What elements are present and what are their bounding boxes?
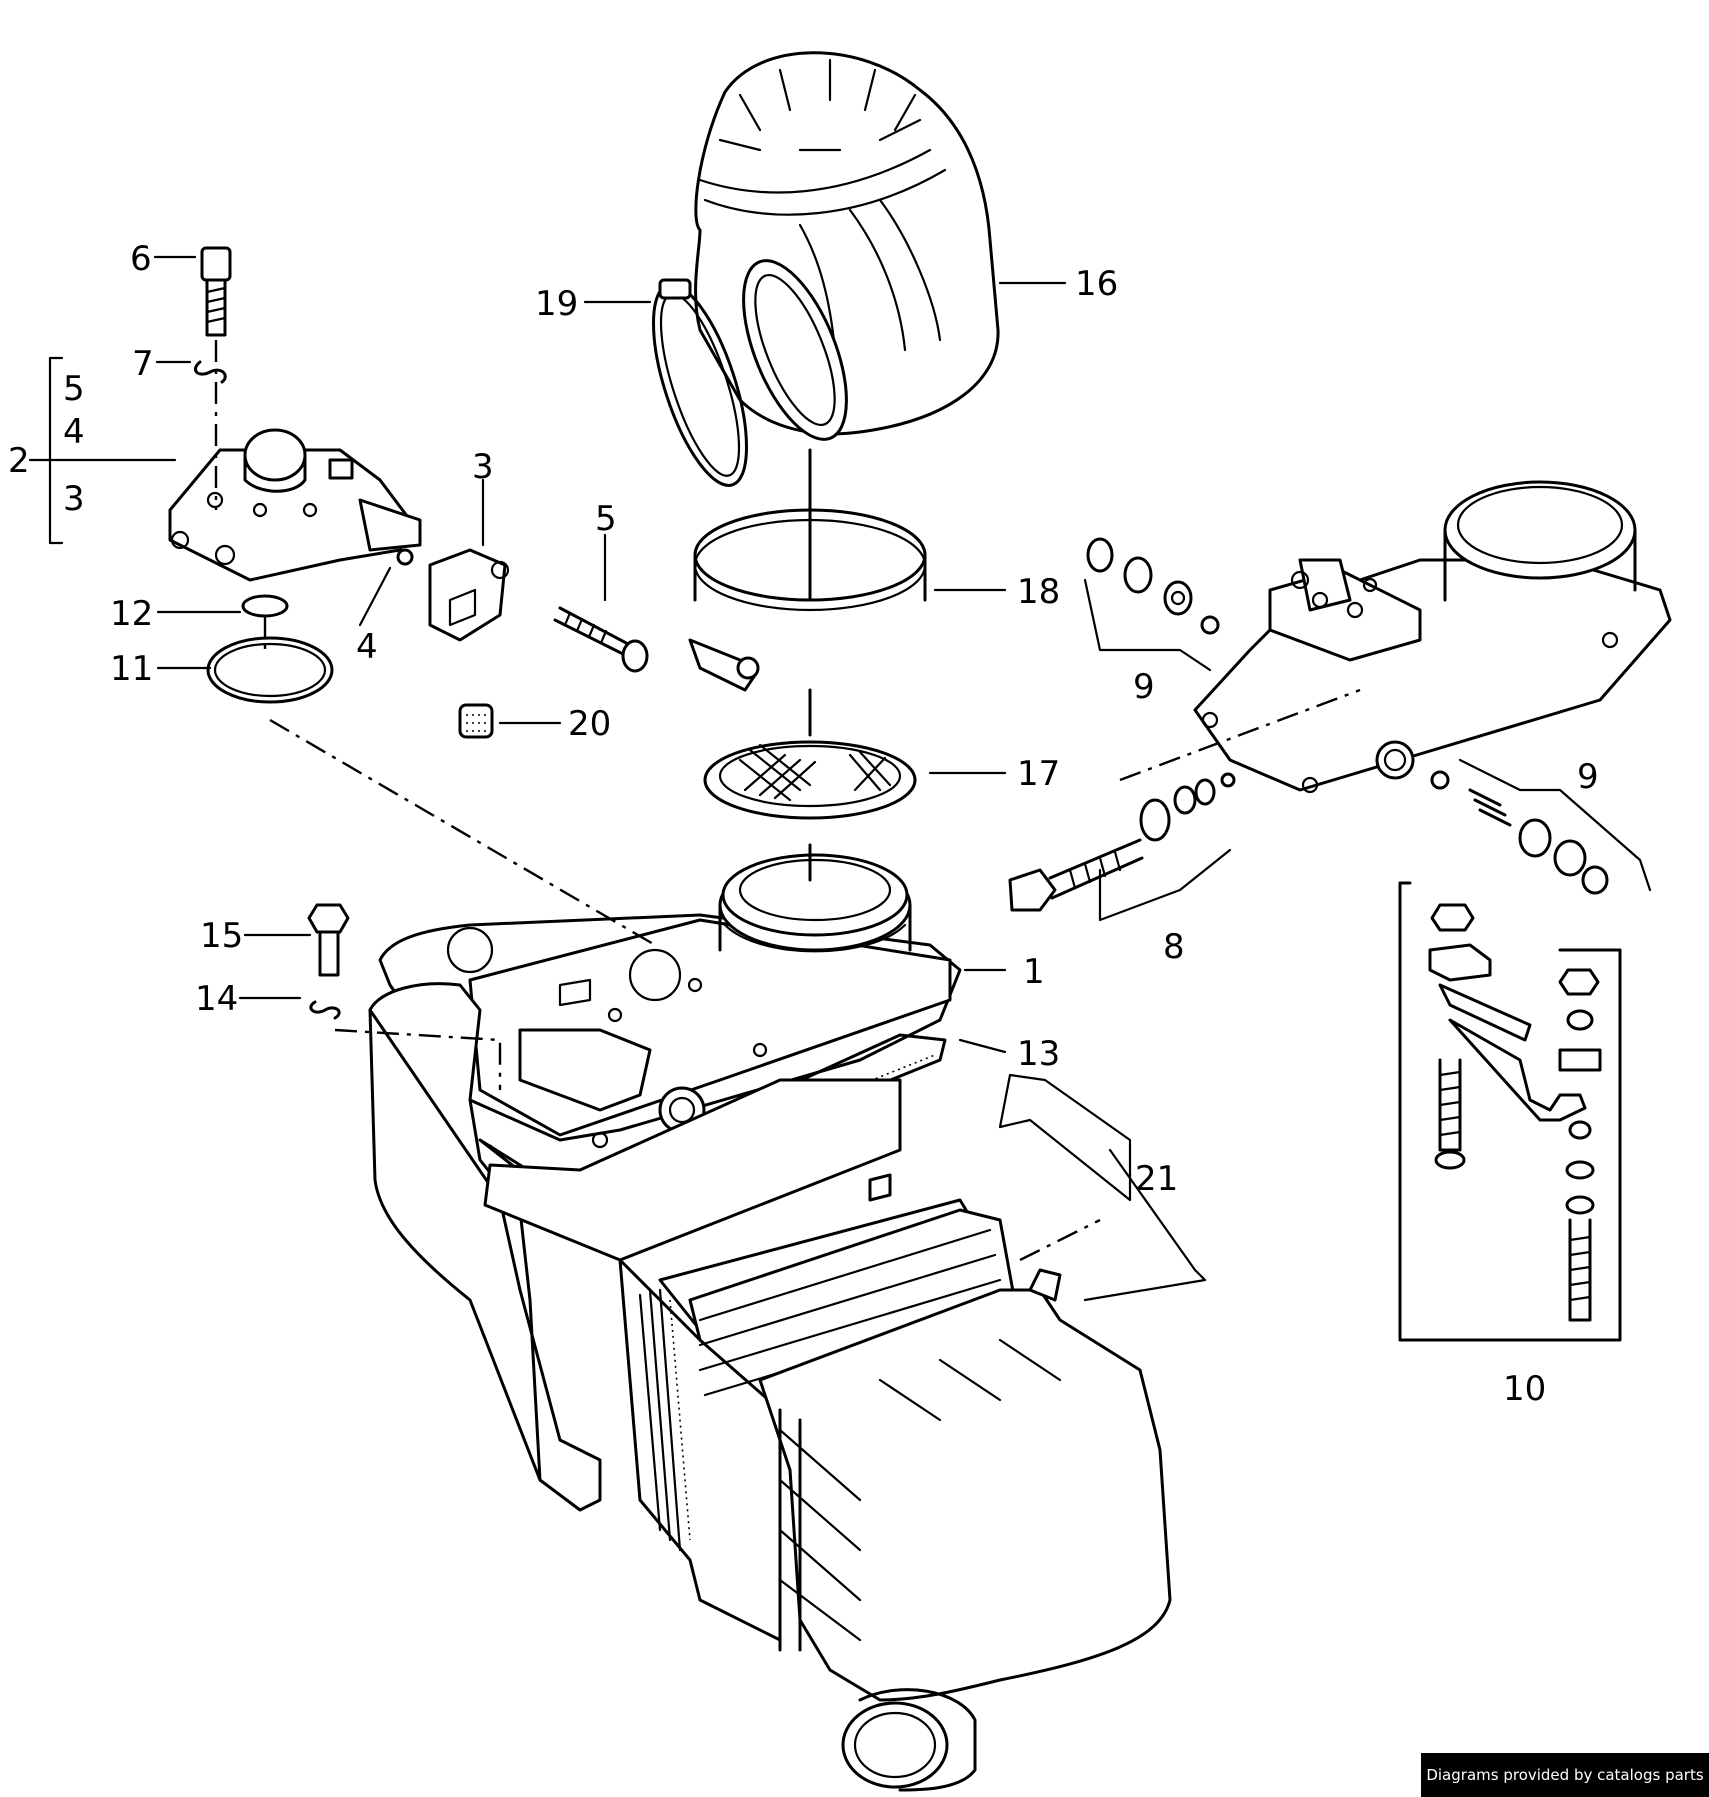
- part-5-screw: [553, 606, 649, 673]
- leader-lines: [28, 255, 1207, 1302]
- callout-14: 14: [195, 979, 238, 1019]
- callout-12: 12: [110, 594, 153, 634]
- part-1-housing: [378, 853, 962, 1149]
- callout-6: 6: [130, 239, 152, 279]
- part-17-screen: [703, 740, 917, 820]
- part-15-bolt: [307, 903, 350, 977]
- part-9-seals-top: [1083, 537, 1220, 672]
- part-9-seals-right: [1430, 758, 1652, 895]
- callout-8: 8: [1163, 927, 1185, 967]
- credit-badge: Diagrams provided by catalogs parts: [1421, 1753, 1709, 1797]
- callout-10: 10: [1503, 1369, 1546, 1409]
- alt-housing: [1119, 480, 1672, 794]
- part-18-band-clamp: [688, 508, 927, 692]
- part-2-potentiometer: [168, 428, 422, 582]
- callout-4: 4: [356, 627, 378, 667]
- callout-19: 19: [535, 284, 578, 324]
- callout-18: 18: [1017, 572, 1060, 612]
- callout-20: 20: [568, 704, 611, 744]
- callout-5: 5: [595, 499, 617, 539]
- callout-1: 1: [1023, 952, 1045, 992]
- callout-15: 15: [200, 916, 243, 956]
- part-10-hardware-kit: [1398, 881, 1622, 1342]
- callout-13: 13: [1017, 1034, 1060, 1074]
- callout-7: 7: [132, 344, 154, 384]
- callout-3-bracket: 3: [63, 479, 85, 519]
- part-3-plug: [428, 548, 510, 642]
- callout-5-bracket: 5: [63, 369, 85, 409]
- part-8-valve: [1008, 772, 1236, 922]
- callout-4-bracket: 4: [63, 412, 85, 452]
- assembly-center-lines: [214, 340, 1101, 1262]
- part-7-spring-washer: [194, 360, 227, 384]
- callout-11: 11: [110, 649, 153, 689]
- part-11-o-ring: [206, 636, 334, 704]
- part-6-screw: [200, 246, 232, 337]
- callout-9-top: 9: [1133, 667, 1155, 707]
- part-16-intake-boot: [694, 51, 1000, 441]
- part-12-o-ring: [241, 594, 289, 618]
- part-19-hose-clamp: [652, 278, 748, 487]
- callout-9-right: 9: [1577, 757, 1599, 797]
- part-20-filter-element: [458, 703, 494, 739]
- callout-2: 2: [8, 441, 30, 481]
- callout-16: 16: [1075, 264, 1118, 304]
- part-14-washer: [309, 1000, 341, 1020]
- callout-labels: 6 7 5 4 2 3 3 4 5 12 11 20 19 16 18 17 1…: [8, 239, 1599, 1409]
- part-21-air-filter-box: [368, 982, 1172, 1792]
- callout-21: 21: [1135, 1159, 1178, 1199]
- callout-17: 17: [1017, 754, 1060, 794]
- part-4-seal: [396, 548, 414, 566]
- callout-3: 3: [472, 447, 494, 487]
